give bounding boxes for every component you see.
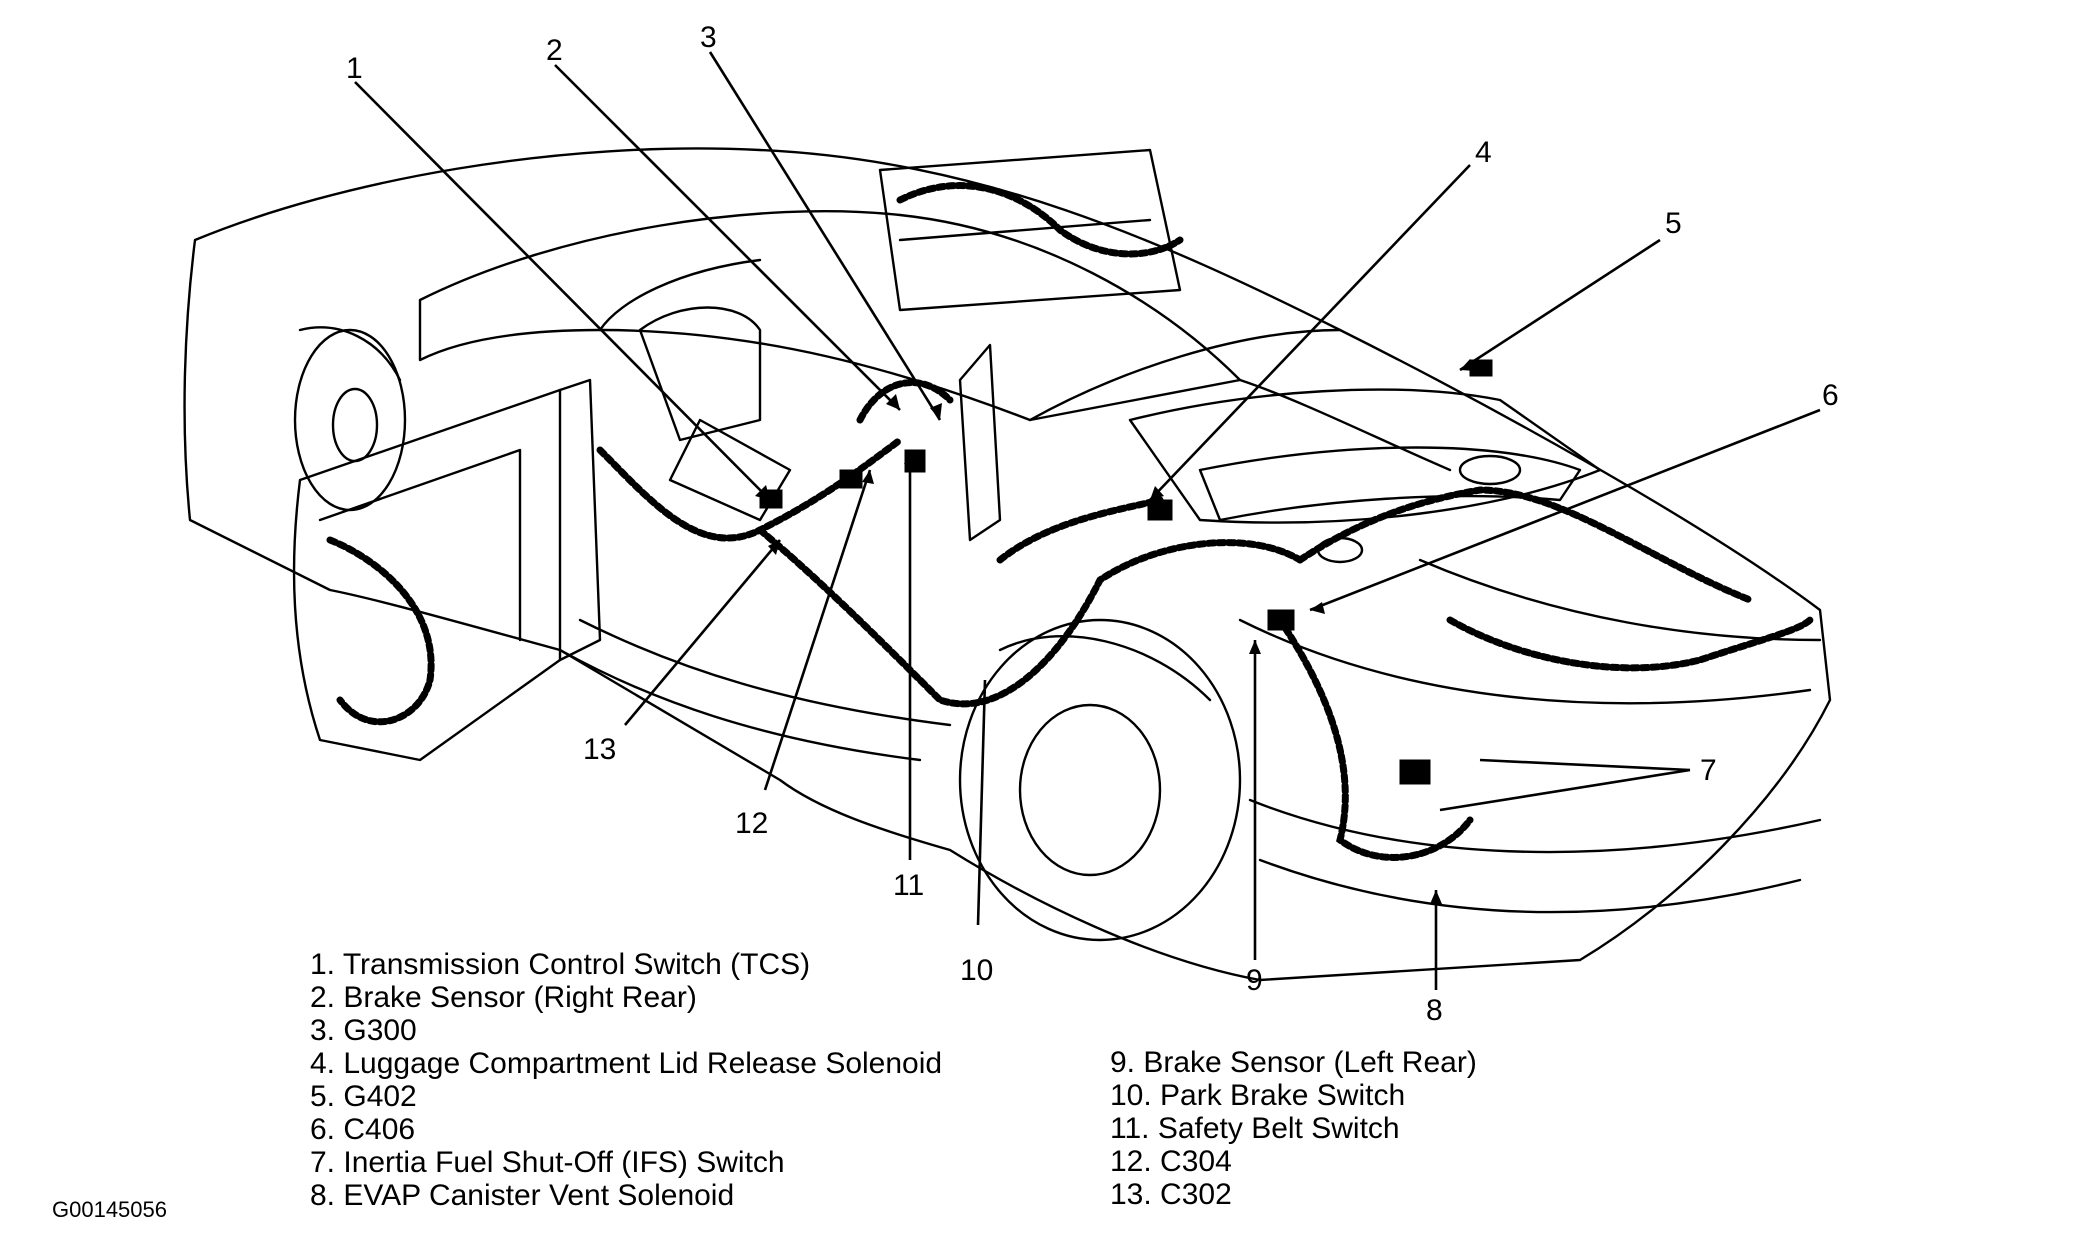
legend-item: 3. G300: [310, 1014, 417, 1047]
callout-9: 9: [1246, 964, 1263, 997]
front-wheel-arch: [298, 326, 402, 382]
legend-item: 2. Brake Sensor (Right Rear): [310, 981, 697, 1014]
legend-item: 9. Brake Sensor (Left Rear): [1110, 1046, 1477, 1079]
legend-item: 10. Park Brake Switch: [1110, 1079, 1406, 1112]
harness-package: [896, 182, 1184, 258]
callout-3: 3: [700, 21, 717, 54]
callout-7: 7: [1700, 754, 1717, 787]
front-wheel: [293, 328, 407, 512]
harness-rear: [1276, 616, 1474, 861]
connector-brake-sensor-lr: [1267, 609, 1295, 631]
harness-main: [756, 526, 1304, 708]
connector-evap: [1399, 759, 1431, 785]
callout-8: 8: [1426, 994, 1443, 1027]
legend-item: 7. Inertia Fuel Shut-Off (IFS) Switch: [310, 1146, 785, 1179]
callout-4: 4: [1475, 136, 1492, 169]
callout-12: 12: [735, 807, 768, 840]
callout-1: 1: [346, 52, 363, 85]
car-body-outline: [183, 147, 1832, 982]
callout-13: 13: [583, 733, 616, 766]
connector-trunk-solenoid: [1147, 499, 1173, 521]
legend-item: 5. G402: [310, 1080, 417, 1113]
b-pillar: [958, 343, 1002, 542]
callout-11: 11: [893, 869, 924, 902]
connector-c304: [839, 469, 863, 489]
harness-console: [856, 379, 954, 424]
callout-6: 6: [1822, 379, 1839, 412]
harness-floor: [596, 436, 904, 542]
harness-door: [326, 536, 435, 726]
legend-item: 6. C406: [310, 1113, 416, 1146]
legend-item: 12. C304: [1110, 1145, 1232, 1178]
legend-item: 13. C302: [1110, 1178, 1232, 1211]
legend-left: 1. Transmission Control Switch (TCS) 2. …: [310, 948, 942, 1212]
callout-2: 2: [546, 34, 563, 67]
trunk-lid: [1128, 388, 1602, 524]
legend-item: 4. Luggage Compartment Lid Release Solen…: [310, 1047, 943, 1080]
legend-item: 8. EVAP Canister Vent Solenoid: [310, 1179, 735, 1212]
legend-item: 11. Safety Belt Switch: [1110, 1112, 1400, 1145]
rear-bumper: [1248, 798, 1822, 854]
seat: [638, 306, 762, 442]
figure-id: G00145056: [52, 1197, 167, 1222]
harness-trunk: [1296, 486, 1754, 604]
callout-10: 10: [960, 954, 993, 987]
legend-right: 9. Brake Sensor (Left Rear) 10. Park Bra…: [1110, 1046, 1477, 1211]
callout-5: 5: [1665, 207, 1682, 240]
rear-wheel: [958, 618, 1242, 942]
open-door: [292, 388, 562, 762]
legend-item: 1. Transmission Control Switch (TCS): [310, 948, 811, 981]
harness-rear-left: [996, 496, 1164, 564]
harness-rear-panel: [1446, 616, 1814, 672]
car-roof: [418, 210, 1242, 422]
